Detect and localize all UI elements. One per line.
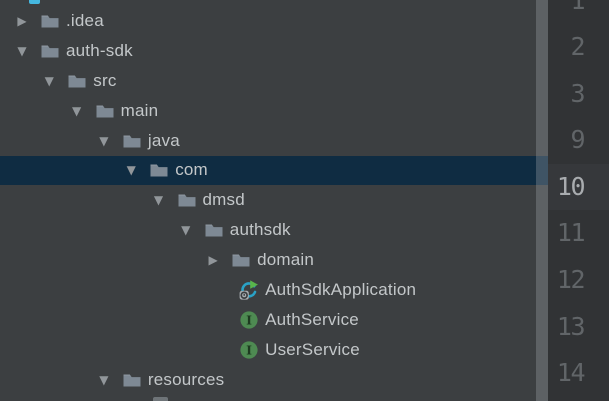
svg-text:I: I	[246, 313, 252, 328]
tree-item-label: domain	[257, 250, 315, 270]
project-panel-scrollbar[interactable]	[536, 0, 548, 401]
line-number-1: 1	[570, 0, 585, 15]
folder-icon	[67, 71, 87, 91]
folder-icon	[95, 101, 115, 121]
chevron-down-icon[interactable]: ▼	[181, 223, 191, 238]
tree-item-auth-sdk[interactable]: ▼ auth-sdk	[0, 36, 548, 66]
tree-item-idea[interactable]: ▶ .idea	[0, 6, 548, 36]
tree-item-label: java	[147, 130, 180, 150]
chevron-down-icon[interactable]: ▼	[153, 193, 164, 208]
tree-item-label: AuthSdkApplication	[265, 280, 417, 300]
line-number-11: 11	[556, 218, 586, 248]
line-number-10: 10	[556, 171, 586, 201]
tree-item-authsdkapplication[interactable]: AuthSdkApplication	[0, 275, 548, 305]
tree-item-label: auth-sdk	[66, 40, 133, 60]
tree-item-label: src	[93, 70, 117, 90]
chevron-down-icon[interactable]: ▼	[44, 73, 54, 88]
folder-icon	[122, 131, 142, 151]
chevron-down-icon[interactable]: ▼	[17, 43, 27, 58]
line-number-13: 13	[556, 311, 586, 341]
tree-item-src[interactable]: ▼ src	[0, 66, 548, 96]
tree-item-label: com	[175, 160, 208, 180]
chevron-right-icon[interactable]: ▶	[17, 13, 27, 28]
folder-icon	[177, 190, 197, 210]
folder-icon	[204, 220, 224, 240]
interface-icon: I	[239, 310, 259, 330]
chevron-down-icon[interactable]: ▼	[99, 133, 109, 148]
tree-item-domain[interactable]: ▶ domain	[0, 245, 548, 275]
project-tree: ▶ .idea ▼ auth-sdk ▼ src ▼ main ▼ java ▼ com ▼ dmsd ▼ a…	[0, 6, 548, 395]
tree-item-label: main	[120, 100, 159, 120]
line-number-12: 12	[556, 265, 586, 295]
project-panel: ▶ .idea ▼ auth-sdk ▼ src ▼ main ▼ java ▼ com ▼ dmsd ▼ a…	[0, 0, 548, 401]
line-number-9: 9	[570, 125, 585, 155]
partial-item-icon-below	[153, 397, 168, 401]
tree-item-com[interactable]: ▼ com	[0, 155, 548, 186]
spring-boot-application-icon	[239, 280, 259, 300]
tree-item-main[interactable]: ▼ main	[0, 96, 548, 126]
tree-item-authsdk[interactable]: ▼ authsdk	[0, 215, 548, 245]
tree-item-userservice[interactable]: I UserService	[0, 335, 548, 365]
chevron-down-icon[interactable]: ▼	[126, 163, 136, 178]
tree-item-label: authsdk	[229, 220, 291, 240]
tree-item-label: UserService	[265, 339, 360, 359]
tree-item-label: .idea	[66, 10, 104, 30]
tree-item-authservice[interactable]: I AuthService	[0, 305, 548, 335]
folder-icon	[231, 250, 251, 270]
chevron-right-icon[interactable]: ▶	[208, 253, 218, 268]
folder-icon	[122, 370, 142, 390]
tree-item-label: AuthService	[265, 310, 359, 330]
partial-item-icon-above	[29, 0, 40, 4]
folder-icon	[149, 160, 169, 180]
svg-text:I: I	[246, 343, 252, 358]
line-number-3: 3	[570, 78, 585, 108]
current-line-band	[548, 163, 609, 211]
interface-icon: I	[239, 340, 259, 360]
tree-item-java[interactable]: ▼ java	[0, 126, 548, 156]
tree-item-dmsd[interactable]: ▼ dmsd	[0, 185, 548, 215]
folder-icon	[40, 11, 60, 31]
chevron-down-icon[interactable]: ▼	[99, 372, 109, 387]
folder-icon	[40, 41, 60, 61]
tree-item-label: resources	[147, 369, 225, 389]
line-number-2: 2	[570, 32, 585, 62]
tree-item-label: dmsd	[202, 190, 245, 210]
chevron-down-icon[interactable]: ▼	[71, 103, 82, 118]
line-number-14: 14	[556, 358, 586, 388]
tree-item-resources[interactable]: ▼ resources	[0, 365, 548, 395]
